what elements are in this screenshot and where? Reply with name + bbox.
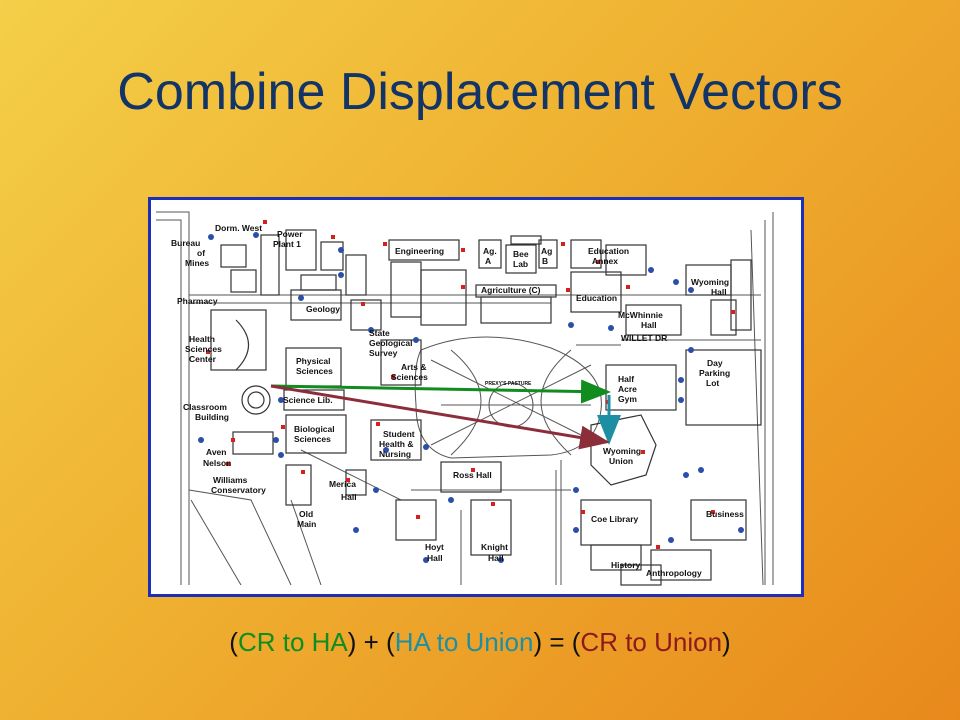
- caption-ha-to-union: HA to Union: [394, 627, 534, 657]
- label-wyoming-hall-1: Wyoming: [691, 277, 729, 287]
- label-dorm-west: Dorm. West: [215, 223, 262, 233]
- label-state: State: [369, 328, 390, 338]
- label-education: Education: [576, 293, 617, 303]
- label-lot: Lot: [706, 378, 719, 388]
- label-bee: Bee: [513, 249, 529, 259]
- label-ag-b-2: B: [542, 256, 548, 266]
- label-nelson: Nelson: [203, 458, 231, 468]
- label-coe-library: Coe Library: [591, 514, 639, 524]
- label-lab: Lab: [513, 259, 528, 269]
- label-arts: Arts &: [401, 362, 427, 372]
- campus-map: Dorm. West Power Plant 1 Bureau of Mines…: [148, 197, 804, 597]
- map-labels: Dorm. West Power Plant 1 Bureau of Mines…: [171, 223, 744, 578]
- label-ag-b-1: Ag: [541, 246, 552, 256]
- label-day: Day: [707, 358, 723, 368]
- label-geological: Geological: [369, 338, 412, 348]
- label-bureau: Bureau: [171, 238, 200, 248]
- caption-cr-to-union: CR to Union: [580, 627, 723, 657]
- label-physical-sciences: Sciences: [296, 366, 333, 376]
- label-pharmacy: Pharmacy: [177, 296, 218, 306]
- label-education-annex-1: Education: [588, 246, 629, 256]
- vector-equation: (CR to HA) + (HA to Union) = (CR to Unio…: [0, 627, 960, 658]
- label-old: Old: [299, 509, 313, 519]
- label-arts-sciences: Sciences: [391, 372, 428, 382]
- label-aven: Aven: [206, 447, 226, 457]
- label-building: Building: [195, 412, 229, 422]
- paren-plus: ) + (: [347, 627, 395, 657]
- label-parking: Parking: [699, 368, 730, 378]
- label-hoyt: Hoyt: [425, 542, 444, 552]
- label-merica-hall: Hall: [341, 492, 357, 502]
- label-mcwhinnie: McWhinnie: [618, 310, 663, 320]
- vector-cr-to-union: [270, 384, 610, 450]
- label-science-lib: Science Lib.: [283, 395, 333, 405]
- label-nursing: Nursing: [379, 449, 411, 459]
- label-student: Student: [383, 429, 415, 439]
- label-biological: Biological: [294, 424, 335, 434]
- label-sciences: Sciences: [185, 344, 222, 354]
- accessibility-markers: [198, 232, 744, 563]
- label-anthropology: Anthropology: [646, 568, 702, 578]
- label-physical: Physical: [296, 356, 331, 366]
- paren-equals: ) = (: [533, 627, 581, 657]
- label-geology: Geology: [306, 304, 340, 314]
- buildings: [210, 229, 762, 586]
- label-history: History: [611, 560, 641, 570]
- label-ag-a-2: A: [485, 256, 491, 266]
- label-wyoming-union-2: Union: [609, 456, 633, 466]
- label-health-and: Health &: [379, 439, 413, 449]
- label-ag-a-1: Ag.: [483, 246, 497, 256]
- label-classroom: Classroom: [183, 402, 227, 412]
- label-hoyt-hall: Hall: [427, 553, 443, 563]
- label-williams: Williams: [213, 475, 248, 485]
- label-plant: Plant 1: [273, 239, 301, 249]
- label-agriculture: Agriculture (C): [481, 285, 541, 295]
- label-business: Business: [706, 509, 744, 519]
- label-acre: Acre: [618, 384, 637, 394]
- paren-close: ): [722, 627, 731, 657]
- label-biological-sciences: Sciences: [294, 434, 331, 444]
- prexys-pasture: [414, 336, 602, 459]
- label-center: Center: [189, 354, 217, 364]
- label-ross-hall: Ross Hall: [453, 470, 492, 480]
- label-gym: Gym: [618, 394, 637, 404]
- label-willet-dr: WILLET DR: [621, 333, 667, 343]
- label-survey: Survey: [369, 348, 398, 358]
- label-power: Power: [277, 229, 303, 239]
- label-mines: Mines: [185, 258, 209, 268]
- label-conservatory: Conservatory: [211, 485, 266, 495]
- label-education-annex-2: Annex: [592, 256, 618, 266]
- building-markers: [206, 220, 735, 549]
- label-wyoming-union-1: Wyoming: [603, 446, 641, 456]
- label-half: Half: [618, 374, 634, 384]
- vector-cr-to-ha: [270, 379, 611, 404]
- street-grid: [156, 211, 774, 586]
- label-prexys-pasture: PREXY'S PASTURE: [485, 381, 532, 387]
- label-of: of: [197, 248, 205, 258]
- caption-cr-to-ha: CR to HA: [237, 627, 348, 657]
- slide-title: Combine Displacement Vectors: [117, 63, 843, 121]
- label-merica: Merica: [329, 479, 356, 489]
- label-knight-hall: Hall: [488, 553, 504, 563]
- label-wyoming-hall-2: Hall: [711, 287, 727, 297]
- label-health: Health: [189, 334, 215, 344]
- paren-open-1: (: [229, 627, 238, 657]
- campus-map-drawing: Dorm. West Power Plant 1 Bureau of Mines…: [156, 211, 774, 586]
- label-main: Main: [297, 519, 316, 529]
- label-knight: Knight: [481, 542, 508, 552]
- label-engineering: Engineering: [395, 246, 444, 256]
- label-mcwhinnie-hall: Hall: [641, 320, 657, 330]
